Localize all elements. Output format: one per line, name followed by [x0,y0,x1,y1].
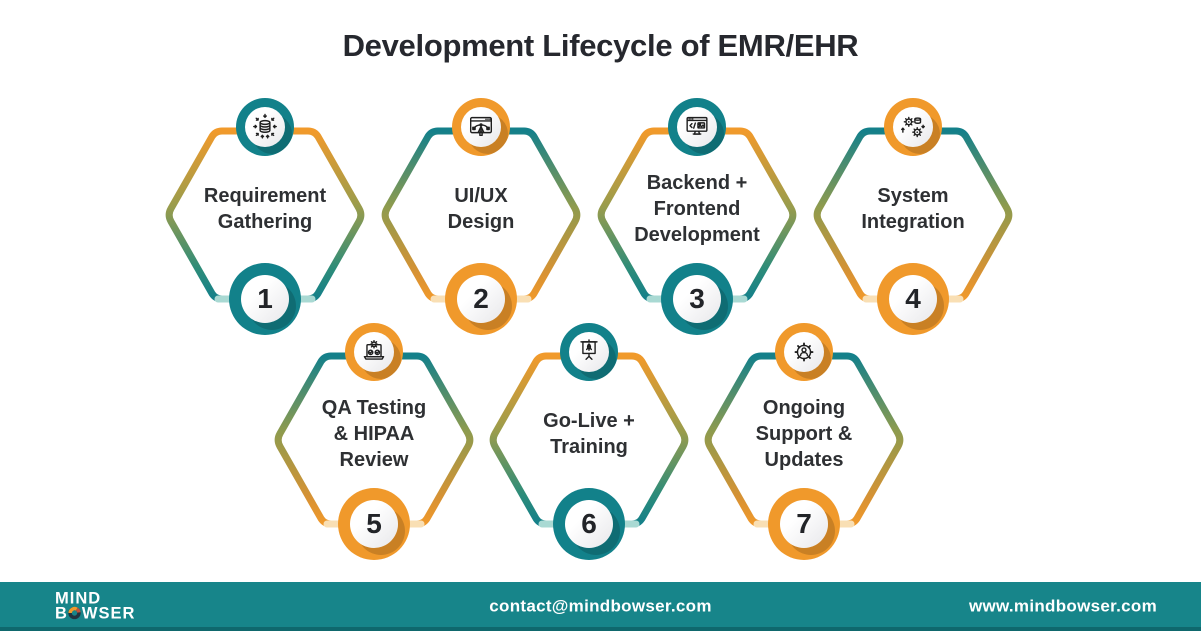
step-card: Go-Live + Training 6 [484,323,694,604]
step-number: 2 [473,283,489,314]
page-title: Development Lifecycle of EMR/EHR [342,28,859,63]
step-number: 4 [905,283,921,314]
data-gathering-icon [236,98,294,156]
step-card: Ongoing Support & Updates 7 [699,323,909,604]
step-number: 5 [366,508,382,539]
step-number-badge: 1 [229,263,301,335]
step-label: Backend + Frontend Development [634,172,760,246]
step-card: UI/UX Design 2 [376,98,586,379]
step-card: Requirement Gathering 1 [160,98,370,379]
step-label: QA Testing & HIPAA Review [321,397,427,471]
step-label: UI/UX Design [447,185,515,233]
website-url[interactable]: www.mindbowser.com [968,596,1157,616]
step-number-badge: 6 [553,488,625,560]
step-number: 7 [796,508,812,539]
logo-wser-letters: WSER [81,604,136,622]
logo-line-mind: MIND [55,589,102,607]
development-monitor-icon [668,98,726,156]
step-label: System Integration [861,185,965,233]
mindbowser-logo: MIND B WSER [55,589,136,622]
qa-testing-icon [345,323,403,381]
golive-training-icon [560,323,618,381]
step-card: System Integration 4 [808,98,1018,379]
step-number: 1 [257,283,273,314]
step-label: Ongoing Support & Updates [755,397,853,471]
logo-b-letter: B [55,604,68,622]
step-number: 3 [689,283,705,314]
uiux-design-icon [452,98,510,156]
step-number-badge: 5 [338,488,410,560]
system-integration-icon [884,98,942,156]
footer-bar: MIND B WSER contact@mindbowser.com www.mi… [0,582,1201,631]
step-number-badge: 3 [661,263,733,335]
step-label: Go-Live + Training [543,410,635,458]
step-number-badge: 4 [877,263,949,335]
step-number-badge: 7 [768,488,840,560]
logo-o-swirl-icon [68,606,82,622]
logo-line-bowser: B WSER [55,604,136,622]
step-label: Requirement Gathering [203,185,327,233]
step-card: QA Testing & HIPAA Review 5 [269,323,479,604]
step-number-badge: 2 [445,263,517,335]
contact-email[interactable]: contact@mindbowser.com [489,596,712,616]
step-card: Backend + Frontend Development 3 [592,98,802,379]
ongoing-support-icon [775,323,833,381]
step-number: 6 [581,508,597,539]
